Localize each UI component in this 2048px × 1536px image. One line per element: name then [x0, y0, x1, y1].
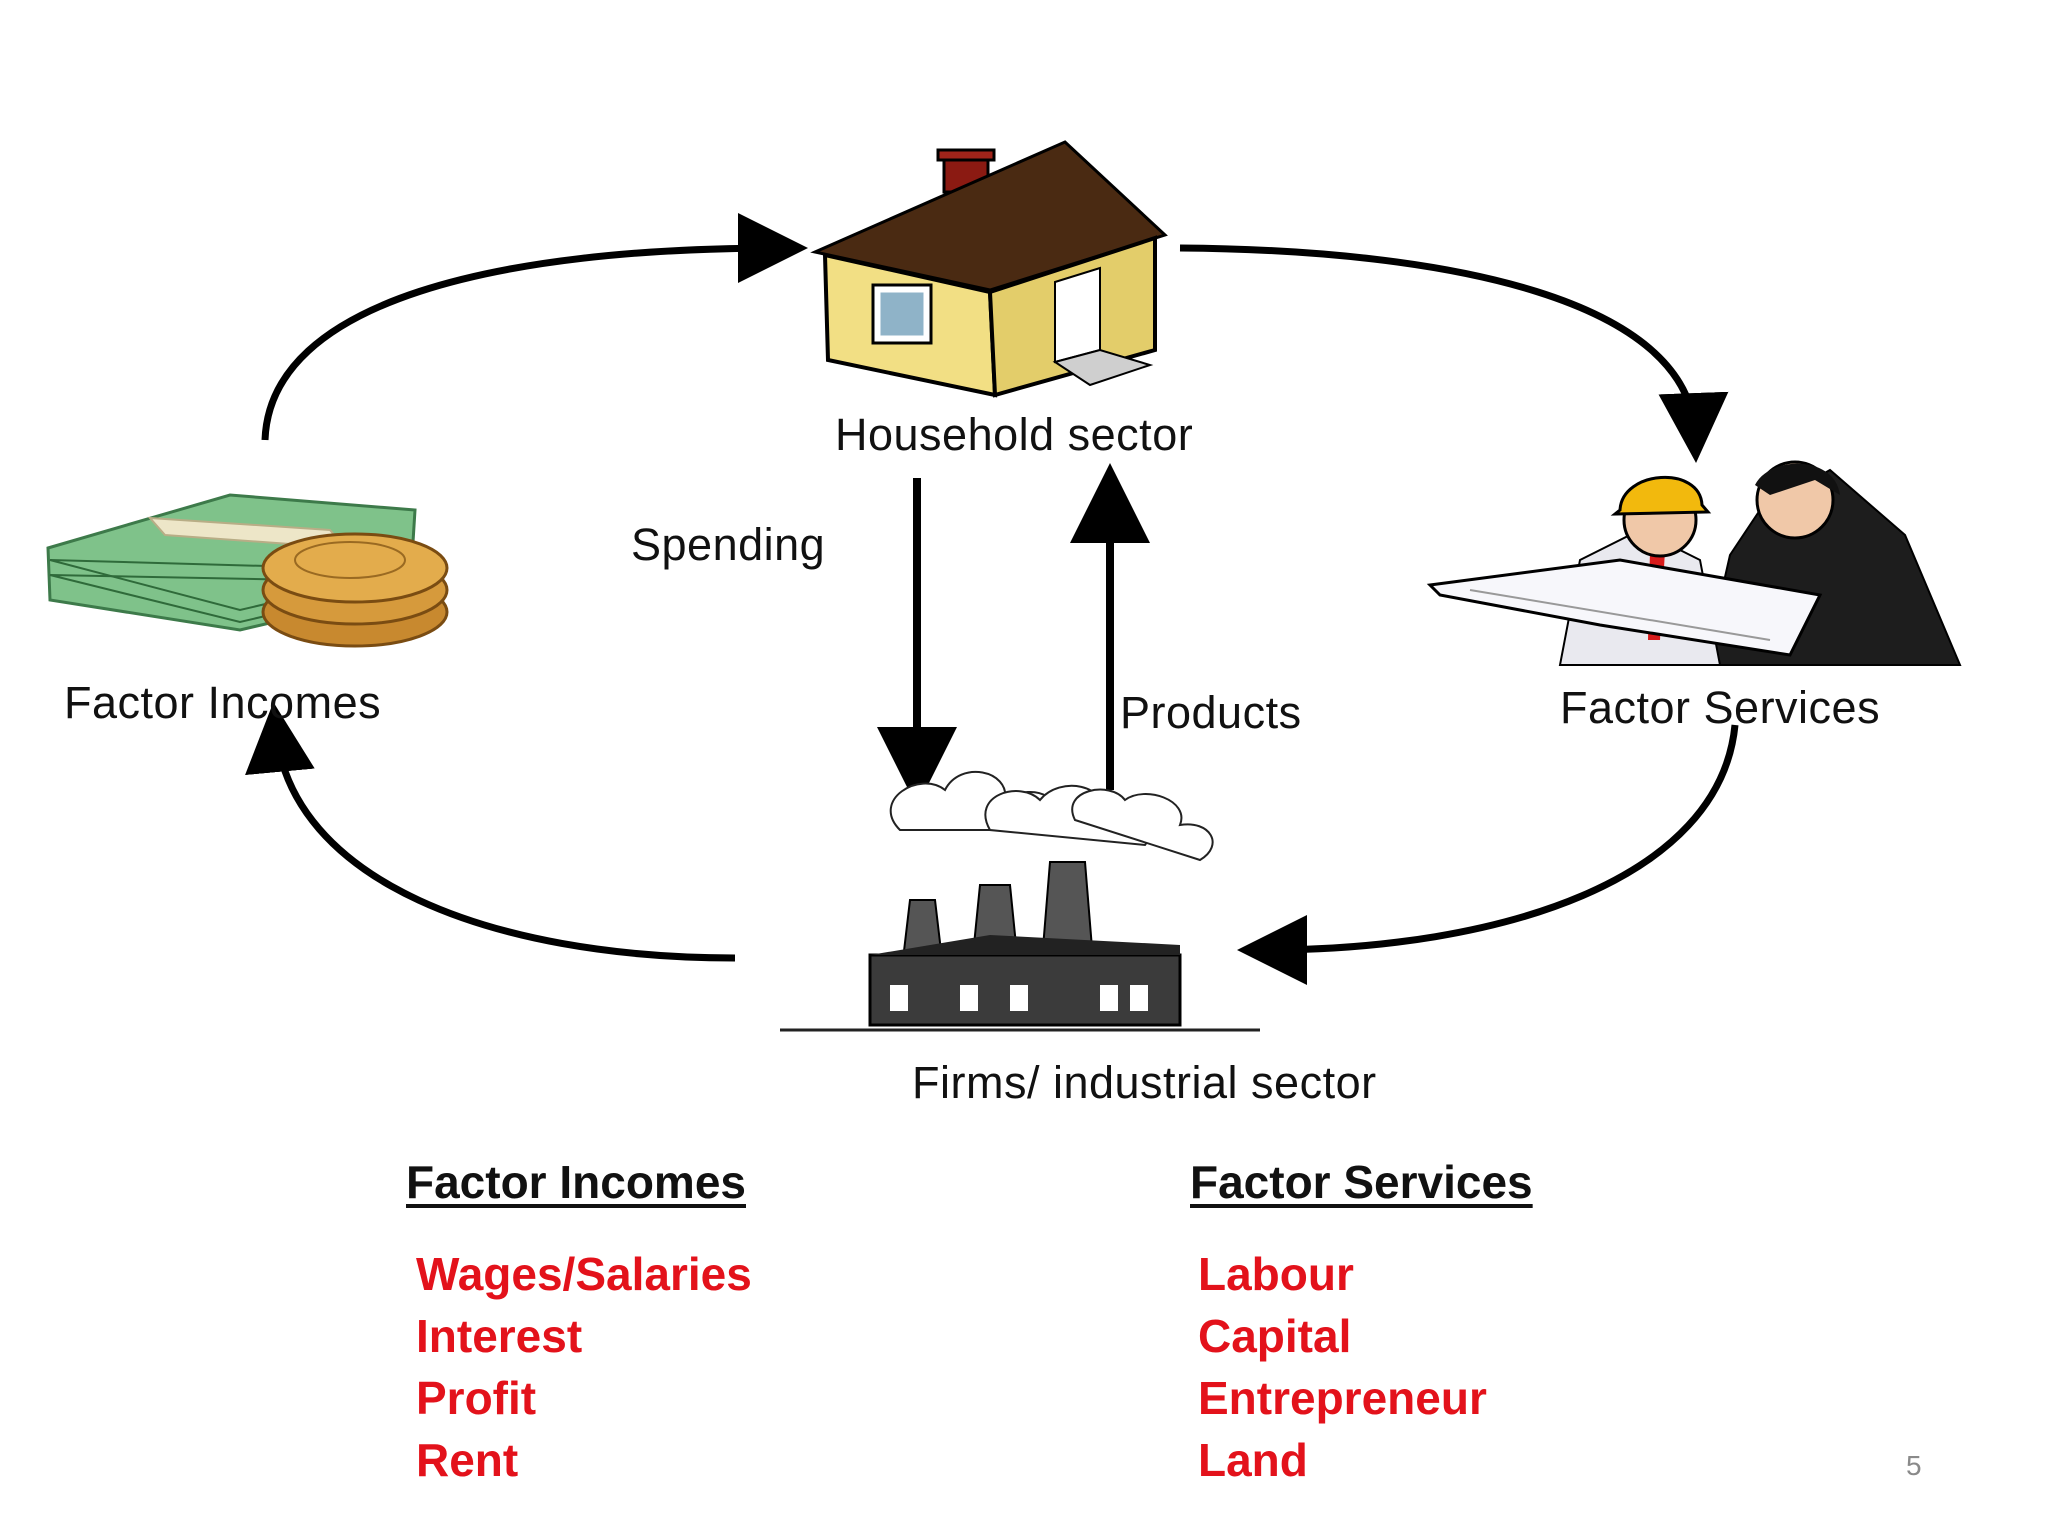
house-icon	[810, 140, 1168, 398]
workers-icon	[1426, 460, 1962, 666]
factory-icon	[780, 771, 1260, 1032]
money-icon	[46, 493, 449, 648]
list-item: Entrepreneur	[1198, 1372, 1487, 1424]
factor-incomes-list: Wages/Salaries Interest Profit Rent	[416, 1243, 752, 1491]
list-item: Interest	[416, 1310, 583, 1362]
factor-services-heading: Factor Services	[1190, 1156, 1533, 1208]
page-number: 5	[1906, 1450, 1922, 1481]
list-item: Land	[1198, 1434, 1308, 1486]
factor-services-node-label: Factor Services	[1560, 682, 1881, 733]
products-label: Products	[1120, 687, 1302, 738]
list-item: Profit	[416, 1372, 537, 1424]
spending-label: Spending	[631, 519, 826, 570]
arrow-services-to-firms	[1237, 724, 1739, 985]
factor-incomes-node-label: Factor Incomes	[64, 677, 382, 728]
list-item: Capital	[1198, 1310, 1352, 1362]
household-sector-label: Household sector	[835, 409, 1194, 460]
list-item: Rent	[416, 1434, 519, 1486]
factor-services-list: Labour Capital Entrepreneur Land	[1198, 1243, 1487, 1491]
firms-sector-label: Firms/ industrial sector	[912, 1057, 1377, 1108]
arrow-household-to-services	[1179, 244, 1729, 463]
list-item: Wages/Salaries	[416, 1248, 752, 1300]
arrow-incomes-to-household	[261, 213, 808, 441]
factor-incomes-heading: Factor Incomes	[406, 1156, 746, 1208]
list-item: Labour	[1198, 1248, 1354, 1300]
arrow-firms-to-incomes	[245, 702, 736, 962]
